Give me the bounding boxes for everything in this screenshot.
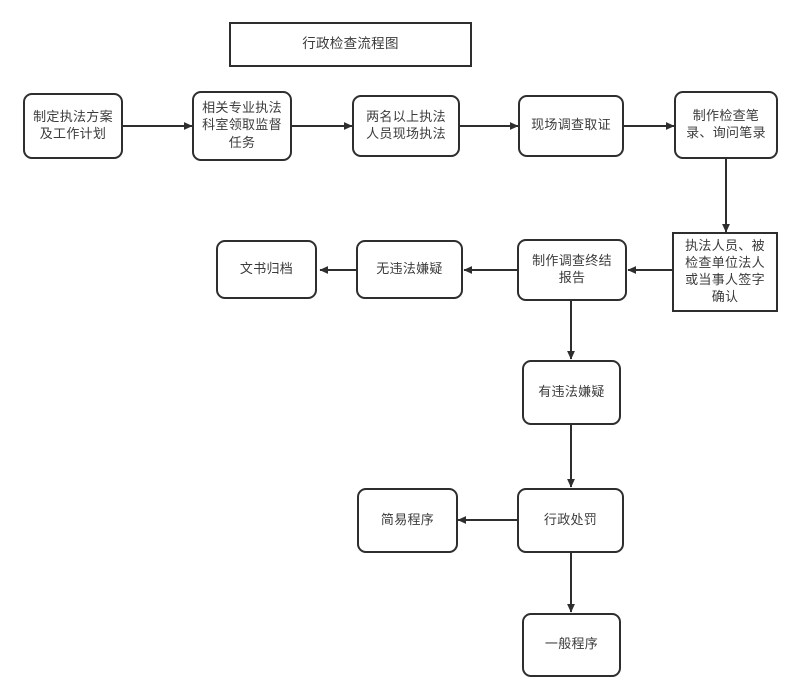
node-label: 无违法嫌疑 <box>376 261 443 277</box>
node-label: 有违法嫌疑 <box>538 384 605 400</box>
node-label: 简易程序 <box>380 512 435 528</box>
node-general-procedure[interactable]: 一般程序 <box>522 613 621 677</box>
node-label: 制定执法方案 及工作计划 <box>33 109 113 142</box>
node-onsite-investigation[interactable]: 现场调查取证 <box>518 95 624 157</box>
node-label: 一般程序 <box>544 637 599 653</box>
node-file-archiving[interactable]: 文书归档 <box>216 240 317 299</box>
node-simplified-procedure[interactable]: 简易程序 <box>357 488 458 553</box>
node-label: 制作调查终结 报告 <box>532 253 612 286</box>
node-label: 相关专业执法 科室领取监督 任务 <box>202 101 282 151</box>
node-two-officers-onsite[interactable]: 两名以上执法 人员现场执法 <box>352 95 460 157</box>
chart-title-box: 行政检查流程图 <box>229 22 472 67</box>
node-label: 现场调查取证 <box>531 118 611 134</box>
node-label: 文书归档 <box>239 261 294 277</box>
node-signature-confirmation[interactable]: 执法人员、被 检查单位法人 或当事人签字 确认 <box>672 232 778 312</box>
node-label: 执法人员、被 检查单位法人 或当事人签字 确认 <box>685 238 765 306</box>
node-violation-suspected[interactable]: 有违法嫌疑 <box>522 360 621 425</box>
node-label: 制作检查笔 录、询问笔录 <box>686 108 766 141</box>
node-department-receives-task[interactable]: 相关专业执法 科室领取监督 任务 <box>192 91 292 161</box>
node-investigation-report[interactable]: 制作调查终结 报告 <box>517 239 627 301</box>
node-label: 两名以上执法 人员现场执法 <box>366 109 446 142</box>
node-formulate-plan[interactable]: 制定执法方案 及工作计划 <box>23 93 123 159</box>
node-label: 行政处罚 <box>543 512 598 528</box>
node-make-inspection-records[interactable]: 制作检查笔 录、询问笔录 <box>674 91 778 159</box>
node-administrative-penalty[interactable]: 行政处罚 <box>517 488 624 553</box>
chart-title-text: 行政检查流程图 <box>302 35 399 52</box>
node-no-violation-suspected[interactable]: 无违法嫌疑 <box>356 240 463 299</box>
